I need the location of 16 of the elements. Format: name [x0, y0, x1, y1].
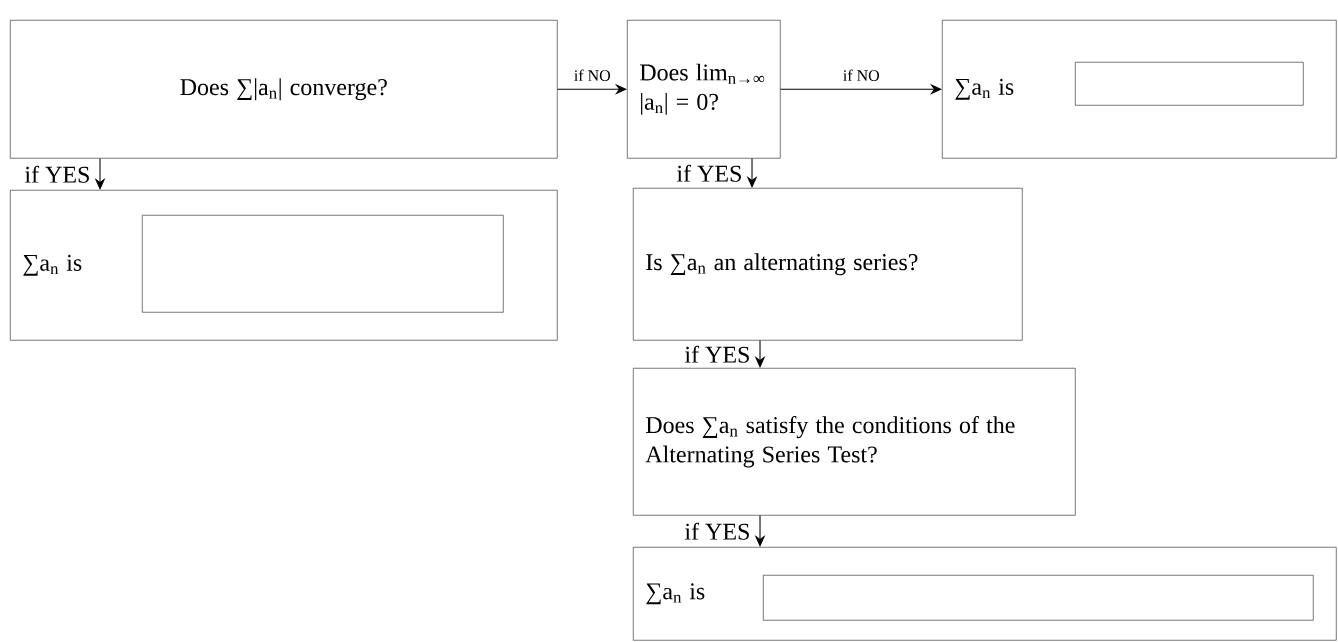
result-box: ∑a$_{n}$ is: [942, 20, 1337, 159]
edge-label: if YES: [24, 165, 89, 183]
question-box: Does ∑a$_{n}$ satisfy the conditions of the Alternating Series Test?: [633, 368, 1076, 516]
edge-label: if YES: [684, 522, 749, 540]
edge-label: if NO: [574, 69, 611, 81]
result-box: ∑a$_{n}$ is: [633, 547, 1337, 641]
edge-label: if NO: [843, 69, 880, 81]
result-box: ∑a$_{n}$ is: [10, 190, 558, 341]
question-box: Is ∑a$_{n}$ an alternating series?: [633, 188, 1023, 341]
edge-label: if YES: [684, 345, 749, 363]
question-box: Does lim$_{n→∞}$ |a$_{n}$| = 0?: [627, 20, 781, 159]
answer-field: [763, 575, 1314, 621]
question-box: Does ∑|a$_{n}$| converge?: [10, 20, 558, 159]
answer-field: [1075, 62, 1304, 106]
answer-field: [142, 215, 504, 313]
edge-label: if YES: [676, 164, 741, 182]
